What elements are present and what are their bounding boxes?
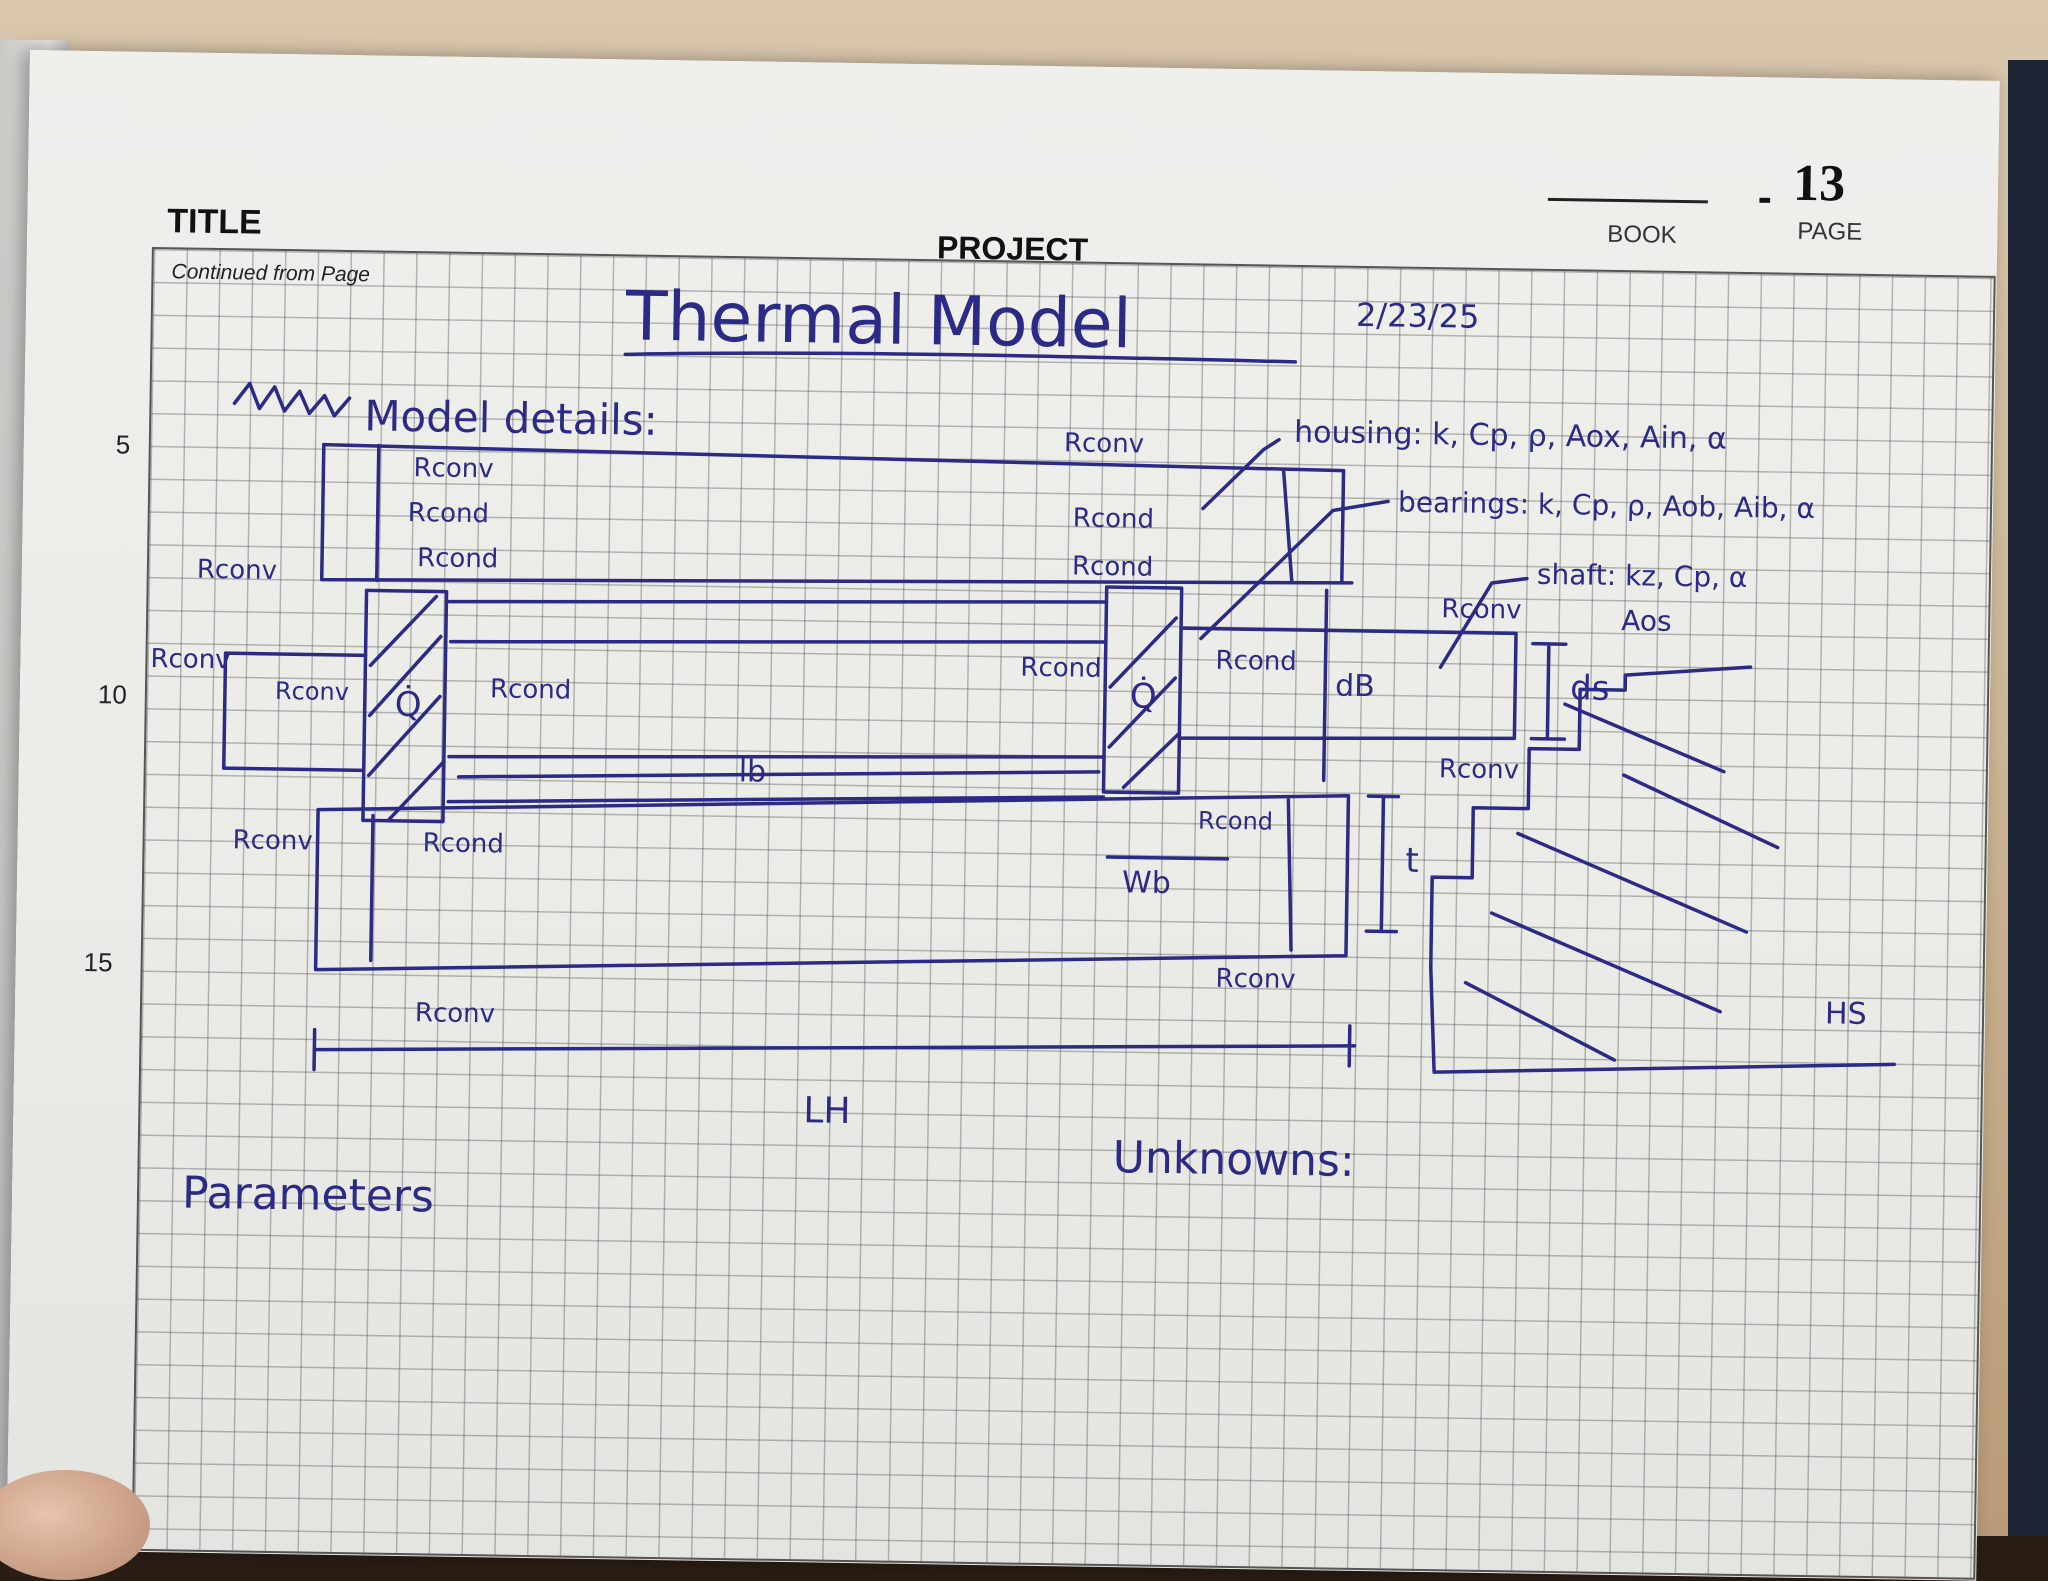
title-underline xyxy=(623,351,1298,364)
heatsink-label: HS xyxy=(1825,996,1867,1032)
r-conv-label: Rconv xyxy=(197,555,278,586)
dim-db: dB xyxy=(1335,669,1375,705)
date-text: 2/23/25 xyxy=(1356,296,1480,336)
lb-dimension xyxy=(456,770,1101,779)
ds-dimension xyxy=(1529,641,1568,741)
r-cond-label: Rcond xyxy=(1198,806,1273,835)
r-conv-label: Rconv xyxy=(150,644,231,675)
housing-label: housing: k, Cp, ρ, Aox, Ain, α xyxy=(1294,415,1727,457)
r-cond-label: Rcond xyxy=(1072,551,1154,582)
housing-leader xyxy=(1201,437,1281,511)
r-conv-label: Rconv xyxy=(1441,594,1522,625)
r-conv-label: Rconv xyxy=(415,998,496,1029)
heat-source-left: Q̇ xyxy=(394,685,421,726)
dim-t: t xyxy=(1405,841,1419,881)
dim-wb: Wb xyxy=(1122,865,1171,901)
housing-top-inner xyxy=(319,442,1354,585)
shaft-label: shaft: kz, Cp, α xyxy=(1537,558,1748,594)
bearings-leader xyxy=(1199,499,1390,641)
t-dimension xyxy=(1364,794,1401,934)
r-cond-label: Rcond xyxy=(490,674,572,705)
shaft-leader xyxy=(1438,576,1529,669)
heat-source-right: Q̇ xyxy=(1130,676,1157,717)
r-conv-label: Rconv xyxy=(275,677,349,706)
r-conv-label: Rconv xyxy=(232,825,313,856)
title-text: Thermal Model xyxy=(624,277,1132,364)
r-conv-label: Rconv xyxy=(1064,428,1145,459)
db-dimension xyxy=(1321,588,1329,783)
bearings-label: bearings: k, Cp, ρ, Aob, Aib, α xyxy=(1398,486,1815,526)
notebook-cover-edge xyxy=(2008,60,2048,1536)
handwritten-thermal-model-sketch: Thermal Model 2/23/25 Model details: hou… xyxy=(150,277,1897,1223)
r-cond-label: Rcond xyxy=(422,828,504,859)
r-conv-label: Rconv xyxy=(1439,754,1520,785)
r-cond-label: Rcond xyxy=(408,498,490,529)
r-cond-label: Rcond xyxy=(1073,503,1155,534)
r-cond-label: Rcond xyxy=(1215,646,1297,677)
bearing-left xyxy=(361,588,449,824)
model-details-heading: Model details: xyxy=(364,391,658,445)
notebook-page: TITLE PROJECT - 13 BOOK PAGE Continued f… xyxy=(6,50,2000,1581)
dim-lh: LH xyxy=(803,1090,851,1132)
dim-lb: lb xyxy=(738,754,766,789)
lh-dimension-line xyxy=(312,1044,1357,1052)
wb-dimension xyxy=(1105,855,1230,861)
r-conv-label: Rconv xyxy=(1215,964,1296,995)
housing-bottom xyxy=(313,794,1351,972)
dim-ds: ds xyxy=(1570,668,1610,709)
r-cond-label: Rcond xyxy=(417,543,499,574)
heatsink-profile xyxy=(1429,665,1753,969)
shaft-right-end xyxy=(1177,626,1518,741)
scribble-strikeout xyxy=(232,381,352,418)
housing-top-outer xyxy=(322,442,1346,583)
r-cond-label: Rcond xyxy=(1020,653,1102,684)
bearing-right xyxy=(1101,585,1184,795)
shaft-label-2: Aos xyxy=(1621,604,1672,638)
r-conv-label: Rconv xyxy=(413,453,494,484)
shaft-left-end xyxy=(221,651,368,773)
parameters-heading: Parameters xyxy=(182,1168,435,1223)
unknowns-heading: Unknowns: xyxy=(1112,1132,1355,1187)
